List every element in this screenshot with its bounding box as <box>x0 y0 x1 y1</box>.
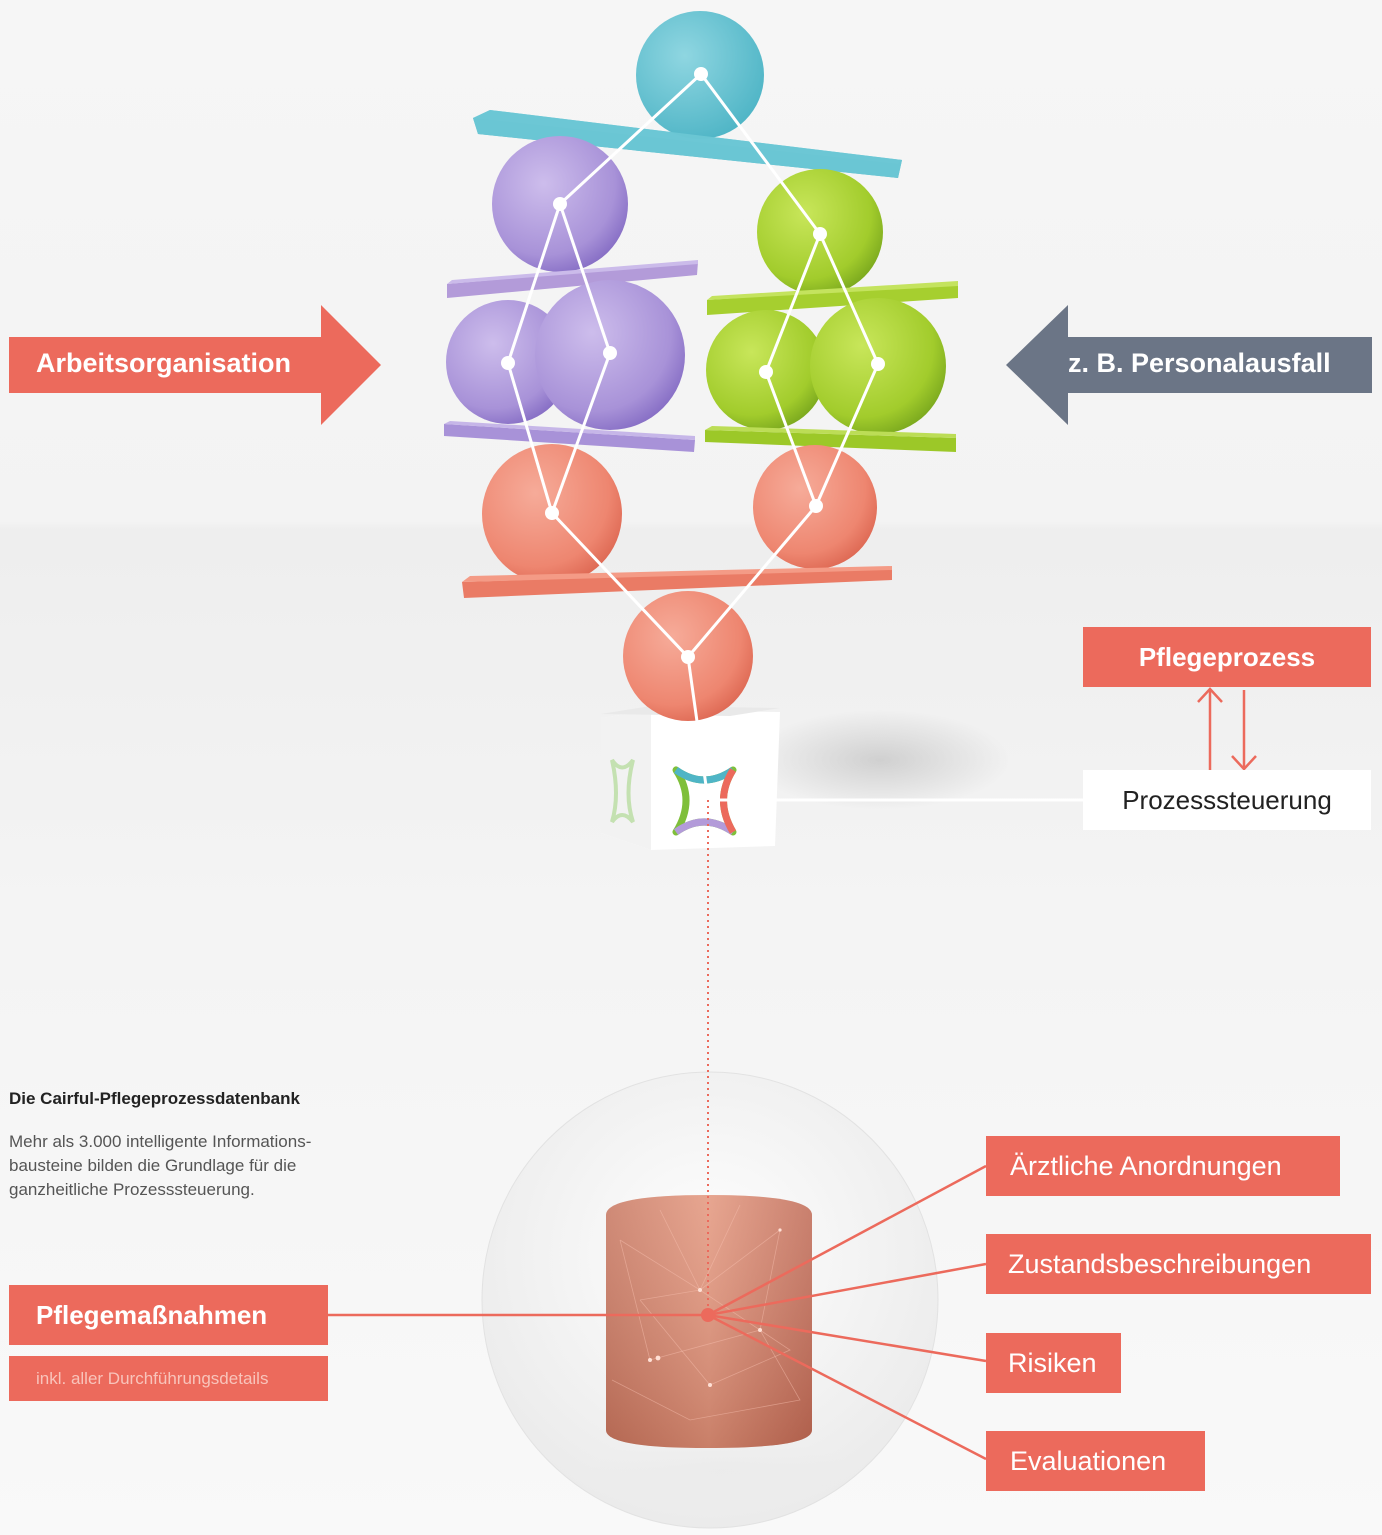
arbeitsorganisation-label: Arbeitsorganisation <box>36 348 292 378</box>
pflegeprozess-box: Pflegeprozess <box>1083 627 1371 687</box>
database-title: Die Cairful-Pflegeprozessdatenbank <box>9 1089 300 1108</box>
database-description-line: Mehr als 3.000 intelligente Informations… <box>9 1132 312 1151</box>
category-zustandsbeschreibungen: Zustandsbeschreibungen <box>986 1234 1371 1294</box>
database-description-line: bausteine bilden die Grundlage für die <box>9 1156 297 1175</box>
database-description: Mehr als 3.000 intelligente Informations… <box>9 1130 311 1202</box>
database-description-line: ganzheitliche Prozesssteuerung. <box>9 1180 255 1199</box>
cairful-logo-icon <box>601 706 780 850</box>
category-risiken: Risiken <box>986 1333 1121 1393</box>
pflegemassnahmen-box: Pflegemaßnahmen <box>9 1285 328 1345</box>
category-aerztliche-anordnungen: Ärztliche Anordnungen <box>986 1136 1340 1196</box>
personalausfall-arrow: z. B. Personalausfall <box>1006 305 1372 425</box>
prozesssteuerung-box: Prozesssteuerung <box>1083 770 1371 830</box>
arbeitsorganisation-arrow: Arbeitsorganisation <box>9 305 381 425</box>
category-evaluationen: Evaluationen <box>986 1431 1205 1491</box>
personalausfall-label: z. B. Personalausfall <box>1068 348 1331 378</box>
pflegemassnahmen-sublabel: inkl. aller Durchführungsdetails <box>9 1356 328 1401</box>
